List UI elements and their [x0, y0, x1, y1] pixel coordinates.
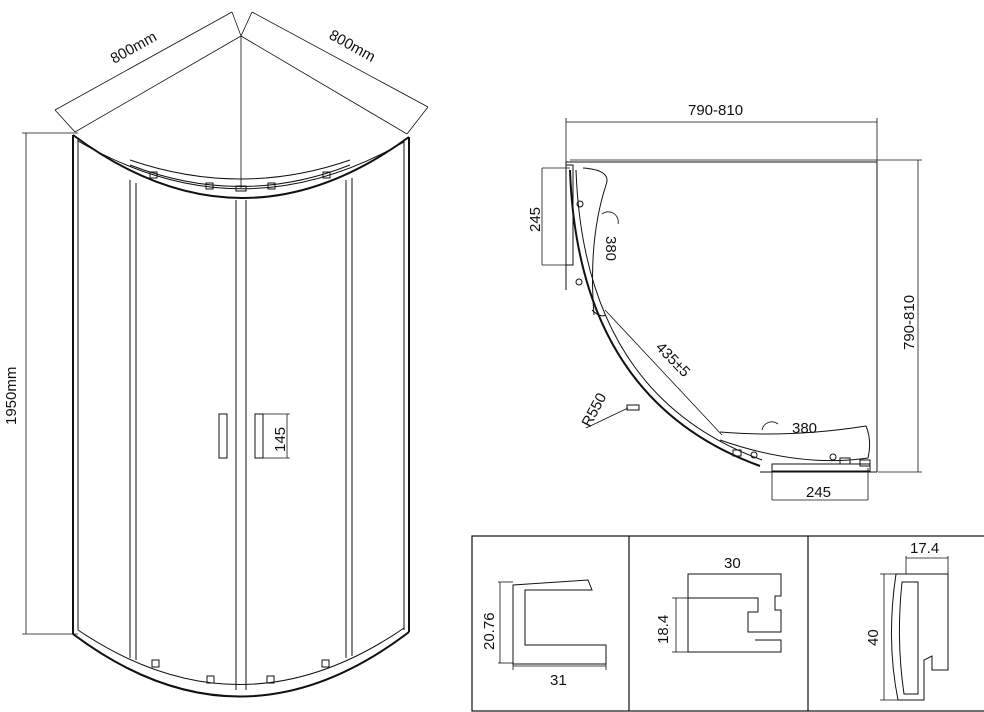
profile-2 — [672, 573, 782, 653]
door-arc-lower-label: 380 — [792, 420, 817, 437]
bottom-panel-label: 245 — [806, 484, 831, 501]
profile-2-width-label: 30 — [724, 555, 741, 572]
profile-2-height-label: 18.4 — [655, 615, 672, 644]
width-right-label: 800mm — [326, 27, 378, 66]
left-panel-dimension — [541, 164, 574, 266]
top-rollers — [149, 171, 331, 192]
profile-3 — [880, 556, 949, 701]
right-depth-dimension — [570, 159, 922, 473]
bottom-guides — [151, 659, 330, 684]
profile-1-width-label: 31 — [550, 672, 567, 689]
profile-3-width-label: 17.4 — [910, 540, 939, 557]
profile-3-height-label: 40 — [865, 629, 882, 646]
curved-glass — [569, 167, 871, 467]
top-width-label: 790-810 — [688, 102, 743, 119]
door-arc-upper-label: 380 — [602, 236, 619, 261]
diagonal-label: 435±5 — [652, 339, 693, 381]
profile-1-height-label: 20.76 — [481, 612, 498, 650]
plan-view: 790-810 790-810 245 — [527, 102, 922, 501]
height-dimension — [22, 132, 78, 635]
front-view: 800mm 800mm 1950mm — [3, 11, 429, 698]
height-label: 1950mm — [3, 367, 20, 425]
width-left-label: 800mm — [108, 28, 160, 67]
profile-sections: 20.76 31 18.4 30 40 17.4 — [471, 535, 984, 712]
top-dimensions — [54, 11, 429, 188]
shower-frame — [72, 134, 410, 698]
top-width-dimension — [565, 118, 878, 162]
radius-leader — [585, 407, 629, 429]
left-panel-label: 245 — [527, 207, 544, 232]
radius-label: R550 — [579, 390, 611, 430]
door-handles — [218, 413, 290, 459]
profile-1 — [498, 579, 607, 670]
walls — [565, 161, 878, 473]
handle-height-label: 145 — [272, 427, 289, 452]
right-depth-label: 790-810 — [901, 295, 918, 350]
bottom-panel-dimension — [771, 463, 871, 501]
